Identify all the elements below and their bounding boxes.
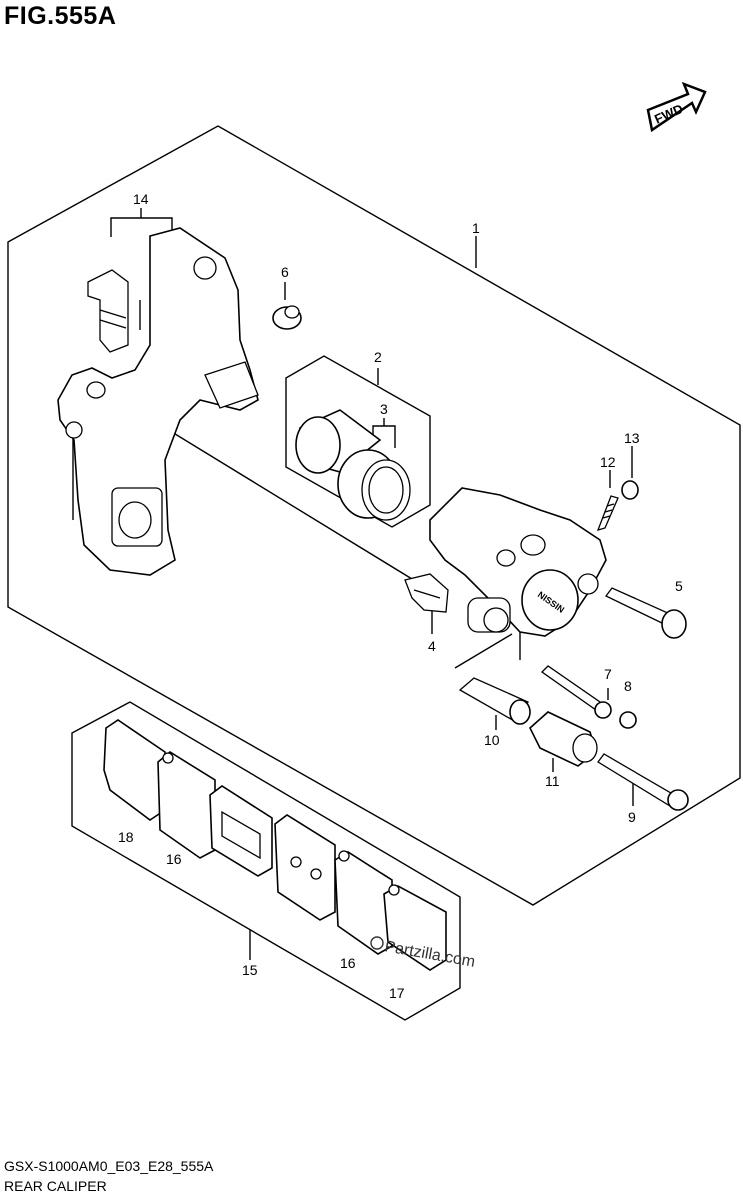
pad-shim-18	[103, 719, 166, 821]
piston-seals-3	[337, 449, 411, 521]
figure-caption: REAR CALIPER	[4, 1178, 107, 1194]
sleeve-11	[529, 711, 598, 767]
callout-8: 8	[624, 678, 632, 694]
pad-16c	[334, 850, 393, 955]
callout-17: 17	[389, 985, 405, 1001]
nut-8	[619, 711, 637, 729]
callout-6: 6	[281, 264, 289, 280]
pad-spring-4	[404, 573, 449, 613]
callout-18: 18	[118, 829, 134, 845]
figure-code: GSX-S1000AM0_E03_E28_555A	[4, 1158, 214, 1174]
callout-4: 4	[428, 638, 436, 654]
callout-15: 15	[242, 962, 258, 978]
piston-2	[295, 409, 382, 474]
pad-clip-14	[87, 269, 129, 353]
callout-10: 10	[484, 732, 500, 748]
bleeder-cap-13	[621, 480, 639, 500]
callout-numbers: 1 2 3 4 5 6 7 8 9 10 11 12 13 14 15 16 1…	[118, 191, 683, 1001]
caliper-body: NISSIN	[429, 487, 607, 637]
pad-insulator	[209, 785, 273, 877]
pad-16b	[274, 814, 336, 921]
bleeder-screw-12	[596, 495, 619, 531]
fwd-label: FWD	[652, 101, 685, 127]
boot-10	[458, 677, 531, 725]
callout-7: 7	[604, 666, 612, 682]
callout-3: 3	[380, 401, 388, 417]
callout-11: 11	[545, 773, 560, 789]
callout-1: 1	[472, 220, 480, 236]
caliper-bracket	[57, 227, 259, 576]
callout-16b: 16	[340, 955, 356, 971]
pin-7	[540, 665, 612, 719]
pad-16a	[157, 751, 216, 859]
piston-kit-boundary-2	[285, 355, 431, 528]
assembly-boundary-1	[7, 125, 741, 906]
callout-2: 2	[374, 349, 382, 365]
callout-9: 9	[628, 809, 636, 825]
figure-title: FIG.555A	[4, 2, 117, 30]
callout-13: 13	[624, 430, 640, 446]
pad-shim-17	[383, 884, 447, 971]
pad-kit-boundary-15	[71, 701, 461, 1021]
bleeder-cap-6	[272, 305, 302, 330]
slide-pin-5	[605, 587, 687, 639]
bolt-9	[597, 753, 689, 811]
callout-14: 14	[133, 191, 149, 207]
fwd-arrow: FWD	[646, 81, 707, 133]
callout-5: 5	[675, 578, 683, 594]
callout-16a: 16	[166, 851, 182, 867]
callout-12: 12	[600, 454, 616, 470]
